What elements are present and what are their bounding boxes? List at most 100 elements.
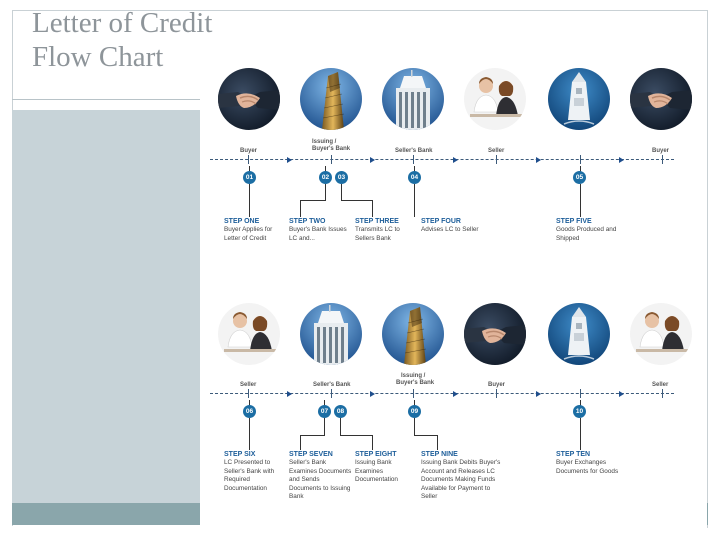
party-issuing: Issuing /: [312, 139, 337, 145]
arrow-right-icon: [619, 157, 624, 163]
connector: [300, 200, 301, 217]
step-description: LC Presented to Seller's Bank with Requi…: [224, 459, 275, 492]
arrow-right-icon: [287, 391, 292, 397]
party-seller: Seller: [240, 382, 257, 388]
step-title: STEP FIVE: [556, 218, 592, 225]
step-description: Buyer Exchanges Documents for Goods: [556, 459, 619, 475]
step-title: STEP NINE: [421, 451, 458, 458]
axis-tick: [248, 155, 249, 164]
party-buyer: Buyer: [488, 382, 506, 388]
step-eight: STEP EIGHT Issuing Bank Examines Documen…: [355, 450, 419, 485]
step-four: STEP FOUR Advises LC to Seller: [421, 217, 485, 235]
tower-icon: [300, 68, 362, 130]
businesswomen-icon: [218, 303, 280, 365]
axis-tick: [662, 155, 663, 164]
step-description: Buyer's Bank Issues LC and...: [289, 226, 347, 242]
title-line-2: Flow Chart: [32, 41, 164, 73]
step-nine: STEP NINE Issuing Bank Debits Buyer's Ac…: [421, 450, 501, 502]
step-six: STEP SIX LC Presented to Seller's Bank w…: [224, 450, 288, 493]
frame-top-border: [12, 10, 708, 11]
handshake-icon: [630, 68, 692, 130]
step-ten: STEP TEN Buyer Exchanges Documents for G…: [556, 450, 630, 476]
step-badge-05: 05: [573, 171, 586, 184]
flow-chart-image: Buyer Issuing / Buyer's Bank Seller's Ba…: [200, 62, 707, 527]
connector: [249, 400, 250, 408]
frame-right-border: [707, 10, 708, 528]
connector: [580, 400, 581, 408]
page-title: Letter of Credit Flow Chart: [32, 6, 212, 74]
arrow-right-icon: [453, 157, 458, 163]
party-sellers-bank: Seller's Bank: [395, 148, 433, 154]
step-title: STEP ONE: [224, 218, 260, 225]
arrow-right-icon: [370, 391, 375, 397]
arrow-right-icon: [536, 157, 541, 163]
timeline-axis: [210, 393, 674, 394]
party-issuing-buyers-bank: Buyer's Bank: [312, 146, 351, 152]
connector: [341, 200, 373, 201]
axis-tick: [496, 155, 497, 164]
connector: [249, 418, 250, 450]
party-buyer-end: Buyer: [652, 148, 670, 154]
step-badge-08: 08: [334, 405, 347, 418]
step-badge-10: 10: [573, 405, 586, 418]
axis-tick: [662, 389, 663, 398]
step-title: STEP TWO: [289, 218, 326, 225]
step-badge-03: 03: [335, 171, 348, 184]
step-title: STEP SEVEN: [289, 451, 333, 458]
connector: [325, 166, 326, 174]
handshake-icon: [218, 68, 280, 130]
party-sellers-bank: Seller's Bank: [313, 382, 351, 388]
arrow-right-icon: [287, 157, 292, 163]
arrow-right-icon: [370, 157, 375, 163]
axis-tick: [413, 155, 414, 164]
arrow-right-icon: [536, 391, 541, 397]
step-title: STEP EIGHT: [355, 451, 397, 458]
arrow-right-icon: [619, 391, 624, 397]
axis-tick: [248, 389, 249, 398]
step-badge-01: 01: [243, 171, 256, 184]
connector: [372, 435, 373, 450]
party-seller: Seller: [488, 148, 505, 154]
title-separator: [12, 99, 200, 100]
step-badge-09: 09: [408, 405, 421, 418]
step-title: STEP THREE: [355, 218, 399, 225]
party-issuing: Issuing /: [401, 373, 426, 379]
office-building-icon: [382, 68, 444, 130]
step-title: STEP SIX: [224, 451, 256, 458]
title-line-1: Letter of Credit: [32, 7, 213, 39]
step-title: STEP FOUR: [421, 218, 461, 225]
party-issuing-buyers-bank: Buyer's Bank: [396, 380, 435, 386]
cargo-ship-icon: [548, 303, 610, 365]
connector: [340, 435, 373, 436]
step-badge-02: 02: [319, 171, 332, 184]
tower-icon: [382, 303, 444, 365]
connector: [437, 435, 438, 450]
arrow-right-icon: [453, 391, 458, 397]
connector: [414, 418, 415, 435]
businesswomen-icon: [464, 68, 526, 130]
step-description: Issuing Bank Examines Documentation: [355, 459, 398, 484]
connector: [372, 200, 373, 217]
connector: [249, 166, 250, 174]
connector: [324, 400, 325, 408]
party-seller-end: Seller: [652, 382, 669, 388]
office-building-icon: [300, 303, 362, 365]
step-description: Advises LC to Seller: [421, 226, 479, 233]
axis-tick: [496, 389, 497, 398]
step-description: Seller's Bank Examines Documents and Sen…: [289, 459, 352, 501]
connector: [340, 418, 341, 435]
step-description: Goods Produced and Shipped: [556, 226, 617, 242]
step-description: Buyer Applies for Letter of Credit: [224, 226, 273, 242]
step-title: STEP TEN: [556, 451, 591, 458]
step-seven: STEP SEVEN Seller's Bank Examines Docume…: [289, 450, 353, 502]
axis-tick: [580, 155, 581, 164]
connector: [414, 166, 415, 174]
connector: [341, 184, 342, 200]
step-description: Issuing Bank Debits Buyer's Account and …: [421, 459, 501, 501]
axis-tick: [580, 389, 581, 398]
step-five: STEP FIVE Goods Produced and Shipped: [556, 217, 620, 243]
axis-tick: [331, 155, 332, 164]
connector: [414, 400, 415, 408]
step-badge-07: 07: [318, 405, 331, 418]
timeline-axis: [210, 159, 674, 160]
